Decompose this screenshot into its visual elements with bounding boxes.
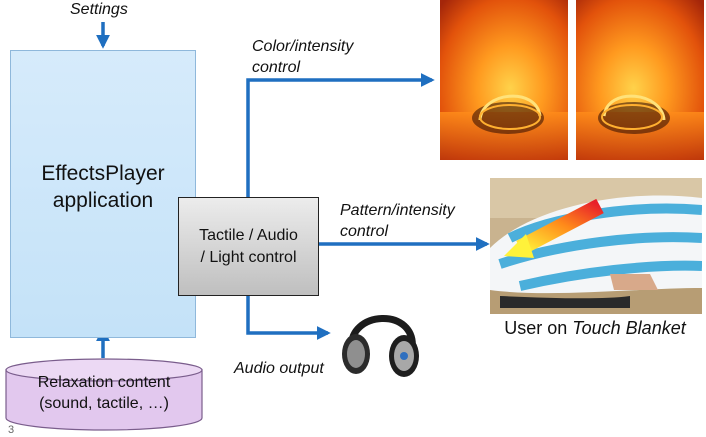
- effects-player-line1: EffectsPlayer: [41, 162, 165, 185]
- control-line2: / Light control: [200, 248, 297, 266]
- blanket-caption-emphasis: Touch Blanket: [572, 318, 686, 338]
- pattern-control-label: Pattern/intensity control: [340, 200, 455, 242]
- heat-arrow-icon: [504, 198, 604, 258]
- audio-output-label: Audio output: [234, 360, 324, 377]
- pattern-control-line2: control: [340, 223, 389, 240]
- lamp-image-left: [440, 0, 568, 160]
- pattern-control-line1: Pattern/intensity: [340, 202, 455, 219]
- settings-label: Settings: [70, 1, 128, 18]
- relaxation-content-text: Relaxation content (sound, tactile, …): [14, 372, 194, 414]
- color-control-arrow: [246, 73, 435, 197]
- blanket-caption-prefix: User on: [504, 318, 573, 338]
- relaxation-content-cylinder: [5, 358, 203, 431]
- blanket-caption: User on Touch Blanket: [490, 318, 700, 339]
- headphones-icon: [342, 315, 419, 377]
- lamp-image-right: [576, 0, 704, 160]
- content-line2: (sound, tactile, …): [39, 395, 169, 412]
- audio-output-arrow: [246, 296, 331, 340]
- color-control-line2: control: [252, 59, 301, 76]
- effects-player-title: EffectsPlayer application: [10, 160, 196, 214]
- effects-player-line2: application: [52, 189, 154, 212]
- color-control-label: Color/intensity control: [252, 36, 353, 78]
- tactile-audio-light-control-box: Tactile / Audio / Light control: [178, 197, 319, 296]
- effects-player-box: [10, 50, 196, 338]
- color-control-line1: Color/intensity: [252, 38, 354, 55]
- content-line1: Relaxation content: [37, 374, 171, 391]
- page-number: 3: [8, 424, 15, 436]
- touch-blanket-photo: [490, 178, 702, 314]
- control-line1: Tactile / Audio: [199, 226, 298, 244]
